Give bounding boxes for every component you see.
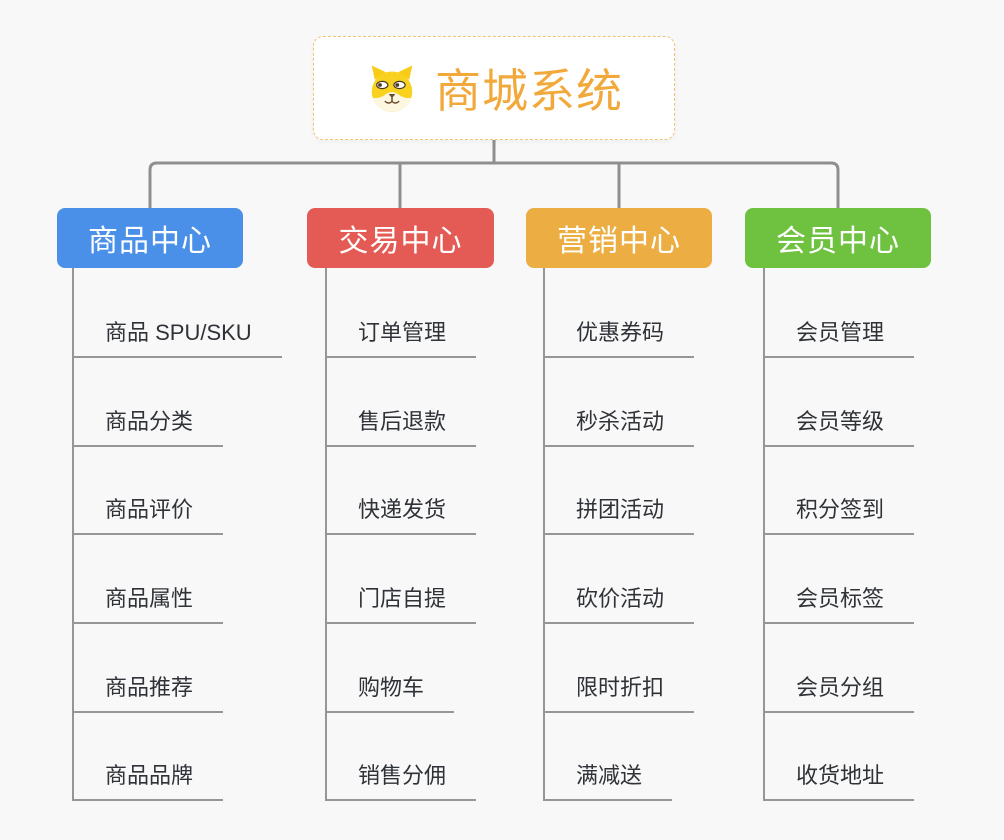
leaf-node[interactable]: 会员管理 (763, 318, 915, 358)
leaf-node[interactable]: 商品评价 (72, 495, 224, 535)
leaf-node[interactable]: 砍价活动 (543, 584, 695, 624)
leaf-node[interactable]: 会员等级 (763, 407, 915, 447)
leaf-node[interactable]: 满减送 (543, 761, 673, 801)
leaf-node[interactable]: 购物车 (325, 673, 455, 713)
leaf-node[interactable]: 积分签到 (763, 495, 915, 535)
leaf-node[interactable]: 销售分佣 (325, 761, 477, 801)
leaf-node[interactable]: 拼团活动 (543, 495, 695, 535)
leaf-node[interactable]: 商品推荐 (72, 673, 224, 713)
branch-items-trade: 订单管理 售后退款 快递发货 门店自提 购物车 销售分佣 (325, 268, 605, 801)
branch-items-goods: 商品 SPU/SKU 商品分类 商品评价 商品属性 商品推荐 商品品牌 (72, 268, 352, 801)
branch-node-trade[interactable]: 交易中心 (307, 208, 494, 268)
branch-items-marketing: 优惠券码 秒杀活动 拼团活动 砍价活动 限时折扣 满减送 (543, 268, 823, 801)
leaf-node[interactable]: 优惠券码 (543, 318, 695, 358)
root-node-label: 商城系统 (435, 65, 623, 117)
leaf-node[interactable]: 商品分类 (72, 407, 224, 447)
branch-node-goods[interactable]: 商品中心 (57, 208, 243, 268)
leaf-node[interactable]: 商品品牌 (72, 761, 224, 801)
leaf-node[interactable]: 售后退款 (325, 407, 477, 447)
root-node[interactable]: 商城系统 (313, 36, 675, 140)
leaf-node[interactable]: 秒杀活动 (543, 407, 695, 447)
leaf-node[interactable]: 商品属性 (72, 584, 224, 624)
branch-node-member[interactable]: 会员中心 (745, 208, 931, 268)
branch-rail-line (148, 161, 840, 208)
leaf-node[interactable]: 快递发货 (325, 495, 477, 535)
branch-items-member: 会员管理 会员等级 积分签到 会员标签 会员分组 收货地址 (763, 268, 1004, 801)
leaf-node[interactable]: 收货地址 (763, 761, 915, 801)
branch-node-marketing[interactable]: 营销中心 (526, 208, 712, 268)
leaf-node[interactable]: 商品 SPU/SKU (72, 318, 282, 358)
dog-face-icon (371, 65, 413, 112)
leaf-node[interactable]: 会员标签 (763, 584, 915, 624)
leaf-node[interactable]: 订单管理 (325, 318, 477, 358)
leaf-node[interactable]: 门店自提 (325, 584, 477, 624)
leaf-node[interactable]: 会员分组 (763, 673, 915, 713)
leaf-node[interactable]: 限时折扣 (543, 673, 695, 713)
